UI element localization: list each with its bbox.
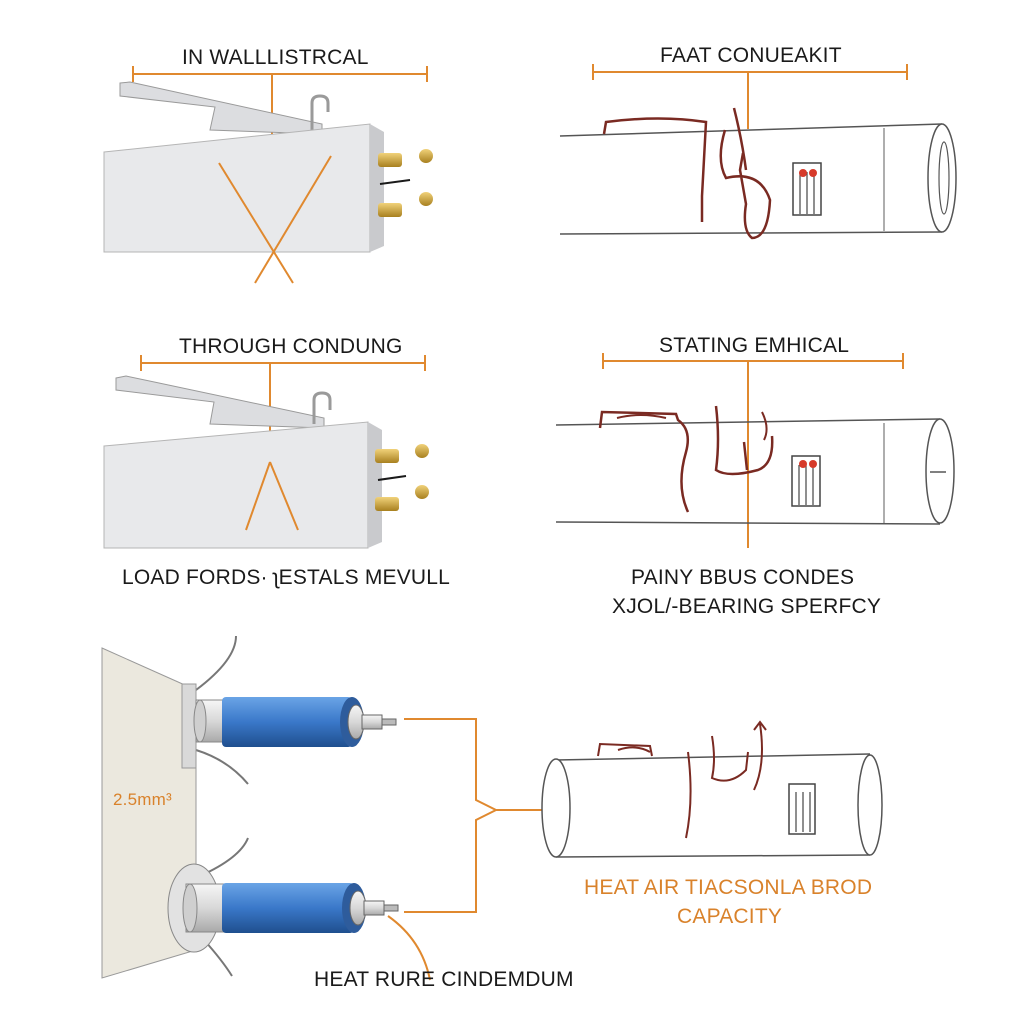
panel4-caption-line2: XJOL/-BEARING SPERFCY xyxy=(612,595,882,618)
panel3-caption: LOAD FORDS· ʅESTALS MEVULL xyxy=(122,566,451,589)
panel6-conduit xyxy=(541,720,883,858)
panel4-title: STATING EMHICAL xyxy=(659,334,850,357)
panel2-conduit xyxy=(559,64,957,240)
wall-dimension-label: 2.5mm³ xyxy=(113,790,172,809)
bottom-right-caption-line2: CAPACITY xyxy=(677,905,783,928)
panel3-wall-box xyxy=(103,355,429,549)
bottom-caption: HEAT RURE CINDEMDUM xyxy=(314,968,574,991)
panel3-title: THROUGH CONDUNG xyxy=(179,335,403,358)
panel4-caption-line1: PAINY BBUS CONDES xyxy=(631,566,855,589)
panel5-wall-cables xyxy=(101,635,544,981)
panel1-wall-box xyxy=(103,66,433,284)
panel4-conduit xyxy=(555,353,955,548)
panel2-title: FAAT CONUEAKIT xyxy=(660,44,842,67)
bottom-right-caption-line1: HEAT AIR TIACSONLA BROD xyxy=(584,876,873,899)
panel1-title: IN WALLLISTRCAL xyxy=(182,46,369,69)
